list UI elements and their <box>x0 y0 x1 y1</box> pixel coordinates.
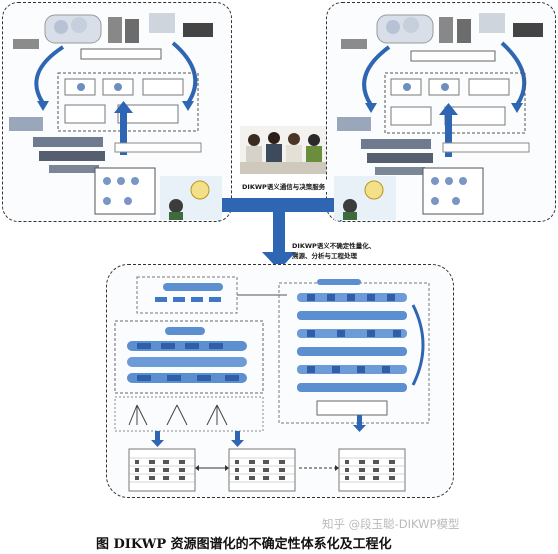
top-right-diagram <box>337 13 543 215</box>
meeting-label: DIKWP语义通信与决策服务 <box>240 180 328 192</box>
top-left-panel <box>2 2 232 222</box>
watermark: 知乎 @段玉聪-DIKWP模型 <box>322 517 460 531</box>
bottom-diagram <box>114 276 430 492</box>
thinker-right-illustration <box>334 176 396 220</box>
figure-caption: 图 DIKWP 资源图谱化的不确定性体系化及工程化 <box>96 537 392 552</box>
process-label-line1: DIKWP语义不确定性量化、 <box>292 242 376 250</box>
process-label-line2: 溯源、分析与工程处理 <box>292 252 357 260</box>
bottom-panel <box>106 264 454 498</box>
top-left-diagram <box>9 13 213 215</box>
meeting-illustration <box>240 126 326 174</box>
thinker-left-illustration <box>160 176 222 220</box>
